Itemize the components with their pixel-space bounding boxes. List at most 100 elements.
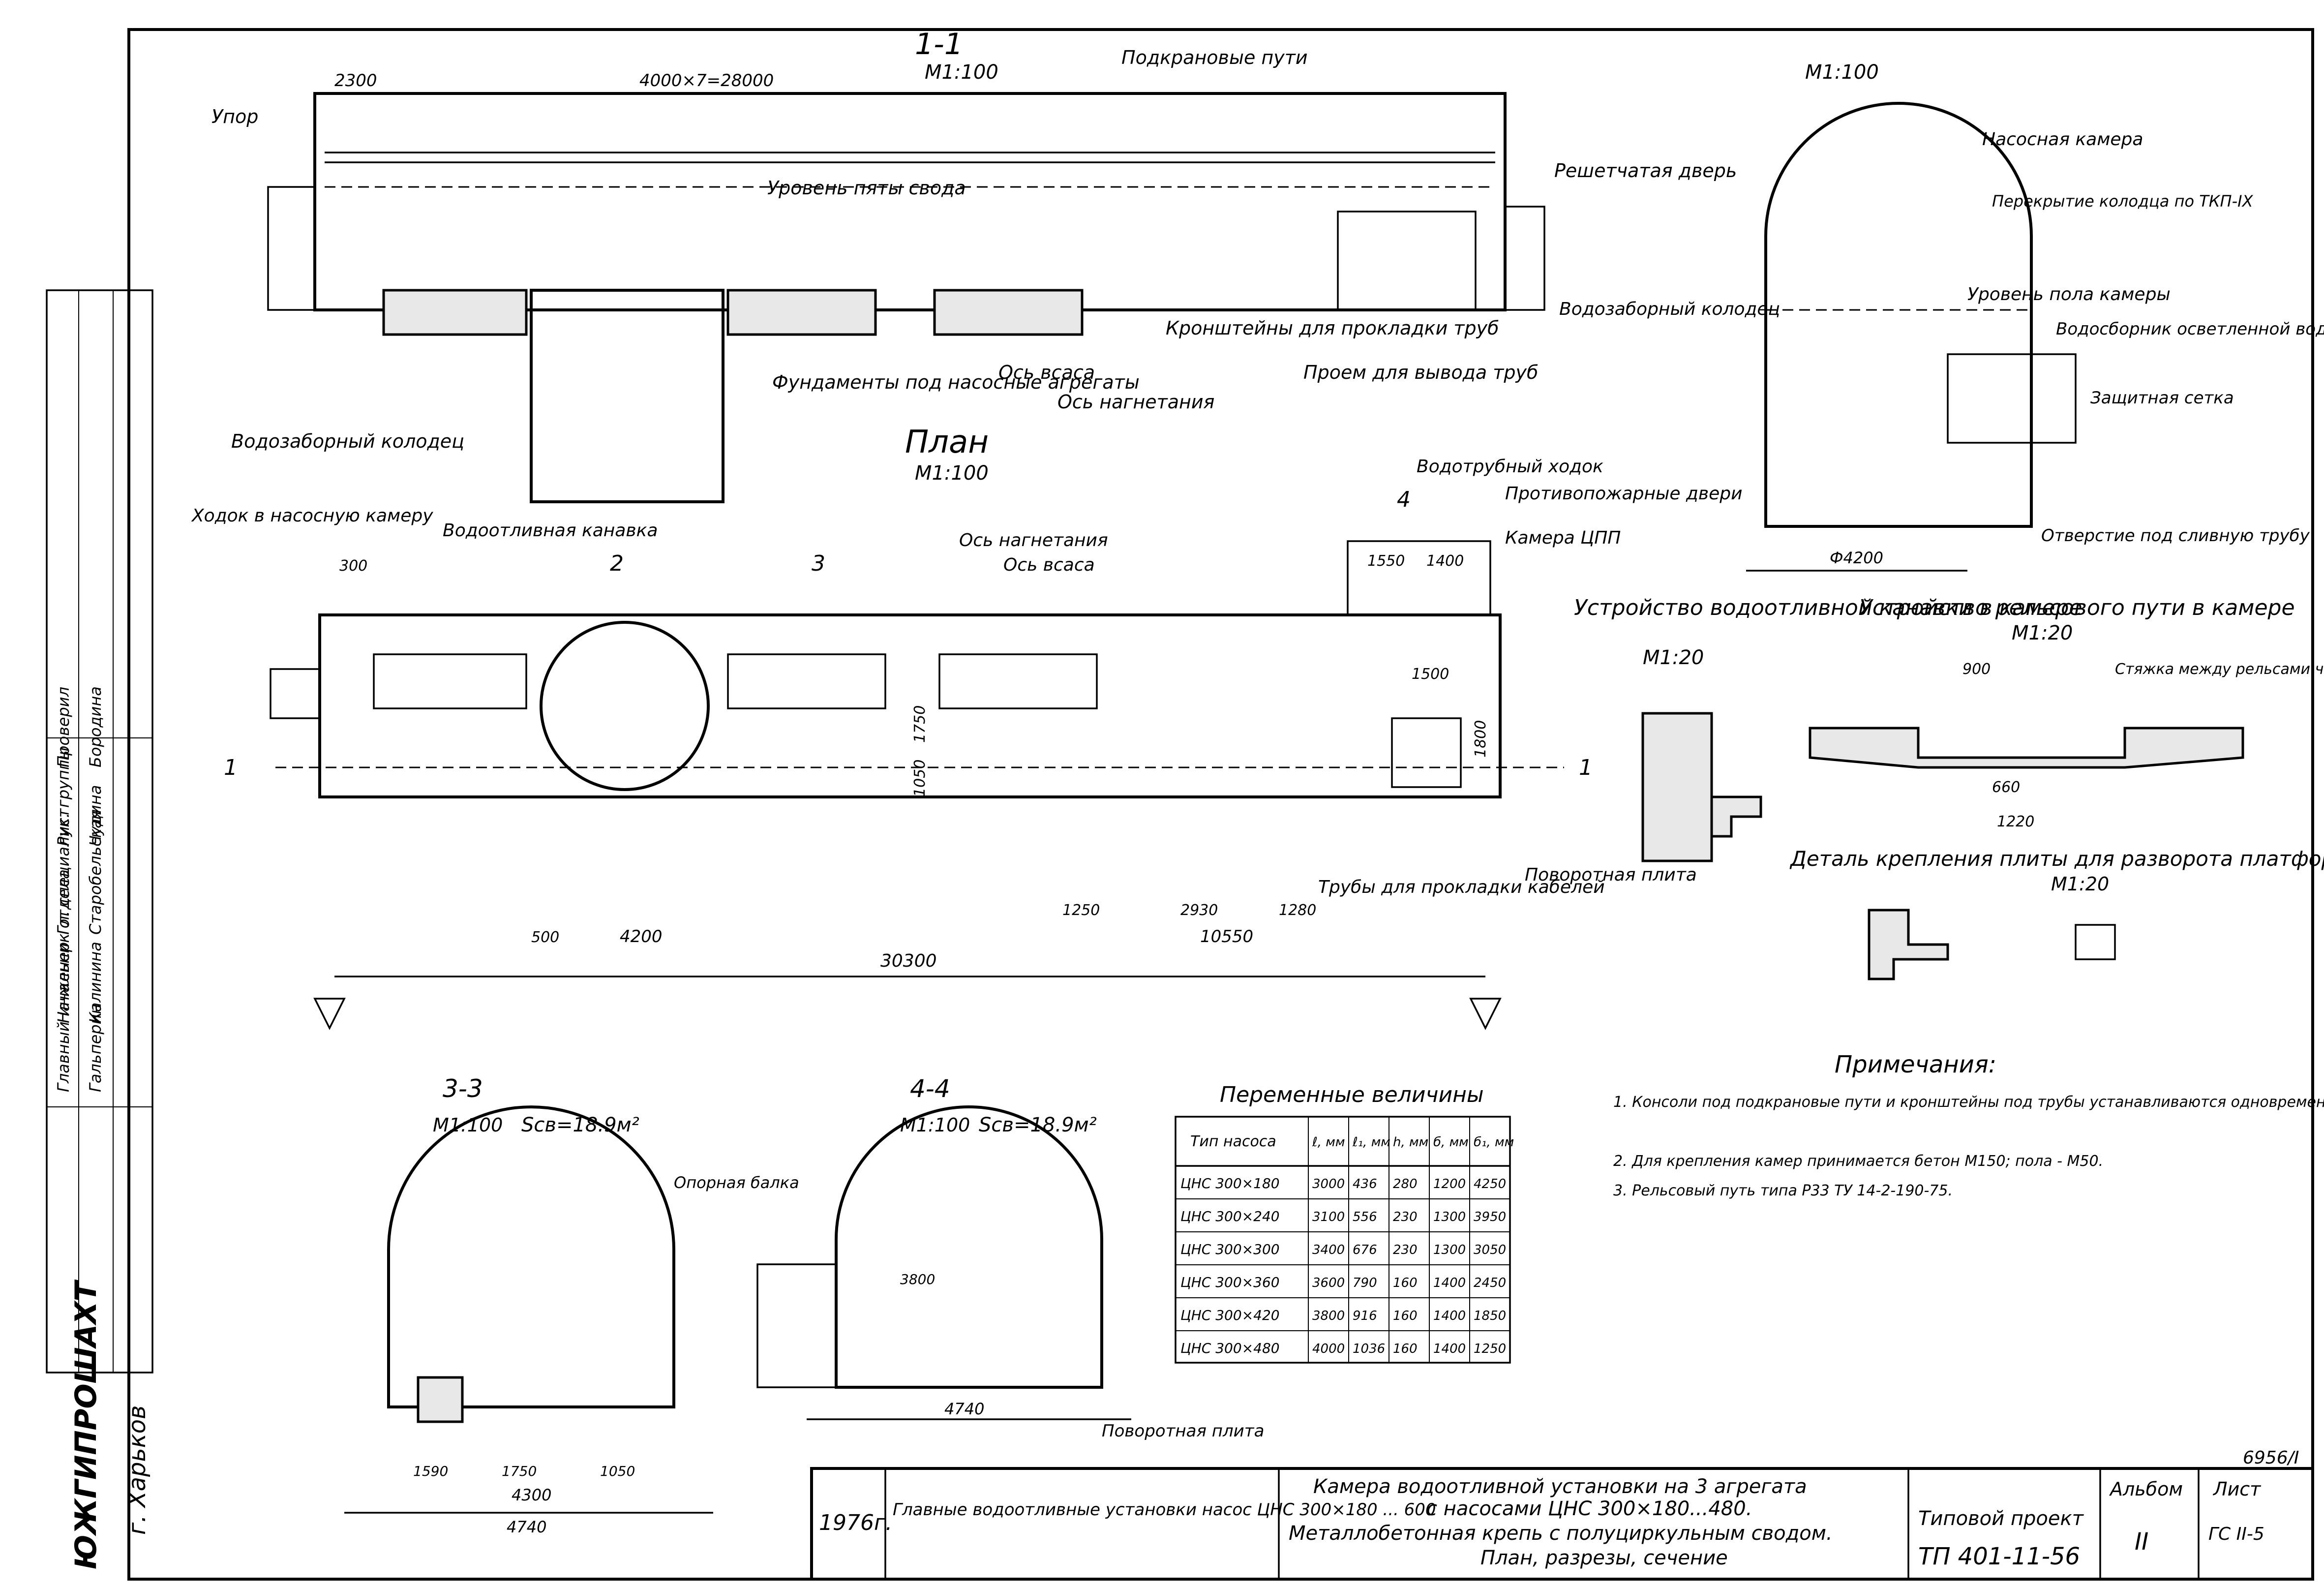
table-header-l1: ℓ₁, мм	[1352, 1135, 1390, 1150]
title-album-value: II	[2135, 1528, 2148, 1556]
plan-pump-1	[373, 653, 527, 709]
table-cell: 3400	[1312, 1243, 1345, 1257]
label-pipe-brackets: Кронштейны для прокладки труб	[1166, 317, 1499, 339]
section-1-1-pipe-opening	[1337, 211, 1477, 311]
plan-dim-10550: 10550	[1200, 927, 1253, 947]
table-cell: 1300	[1433, 1210, 1466, 1224]
table-cell: 280	[1393, 1177, 1418, 1191]
table-cell: 3950	[1474, 1210, 1506, 1224]
table-cell: 556	[1353, 1210, 1377, 1224]
title-sheet-1: Камера водоотливной установки на 3 агрег…	[1313, 1475, 1807, 1498]
label-fire-doors: Противопожарные двери	[1505, 484, 1743, 504]
table-cell: ЦНС 300×180	[1180, 1175, 1280, 1191]
label-side-water-well: Водозаборный колодец	[1559, 299, 1780, 319]
side-dim-4200: Ф4200	[1830, 549, 1883, 567]
label-pump-foundations: Фундаменты под насосные агрегаты	[772, 371, 1140, 393]
plan-dim-4200: 4200	[620, 927, 663, 947]
table-header-h: h, мм	[1393, 1135, 1428, 1150]
section-1-1-foundation-2	[726, 289, 877, 336]
table-cell: 1300	[1433, 1243, 1466, 1257]
plan-dim-500: 500	[531, 929, 559, 946]
table-cell: 436	[1353, 1177, 1377, 1191]
label-chamber-ceiling: Перекрытие колодца по ТКП-IX	[1992, 192, 2254, 211]
plan-title: План	[905, 424, 989, 460]
gutter-detail-scale: М1:20	[1643, 646, 1704, 669]
label-pipe-opening: Проем для вывода труб	[1303, 362, 1538, 383]
label-protective-mesh: Защитная сетка	[2090, 388, 2234, 408]
side-section-scale: М1:100	[1805, 61, 1879, 84]
table-header-b: б, мм	[1433, 1135, 1469, 1150]
plan-scale: М1:100	[915, 462, 989, 485]
stamp-name-4: Чудина	[86, 785, 105, 846]
table-cell: 3000	[1312, 1177, 1345, 1191]
table-header-b1: б₁, мм	[1474, 1135, 1514, 1150]
dim-top-span: 4000×7=28000	[639, 71, 774, 91]
section-4-4-title: 4-4	[910, 1074, 950, 1103]
section-4-4-scale: М1:100	[900, 1114, 970, 1136]
s33-dim-1590: 1590	[413, 1463, 448, 1479]
title-sheet-value: ГС II-5	[2208, 1524, 2264, 1544]
side-section-arch	[1764, 102, 2033, 528]
plan-dim-1800: 1800	[1472, 720, 1489, 758]
section-3-3: 3-3 М1:100 Sсв=18.9м² 4740 4300 1590 175…	[344, 1074, 713, 1536]
table-cell: 3800	[1312, 1309, 1345, 1323]
table-cell: ЦНС 300×420	[1180, 1307, 1280, 1323]
plan-dim-300: 300	[339, 557, 367, 575]
table-cell: 790	[1353, 1276, 1377, 1290]
plate-detail: Деталь крепления плиты для разворота пла…	[1789, 847, 2324, 980]
label-cpp-chamber: Камера ЦПП	[1505, 528, 1621, 548]
s44-dim-3800: 3800	[900, 1271, 935, 1287]
label-water-well: Водозаборный колодец	[231, 430, 464, 452]
table-cell: 230	[1393, 1210, 1418, 1224]
table-cell: ЦНС 300×240	[1180, 1208, 1280, 1224]
table-header-l: ℓ, мм	[1312, 1135, 1345, 1150]
label-arch-heel: Уровень пяты свода	[767, 177, 966, 199]
stamp-name-3: Старобельская	[86, 809, 105, 935]
rail-detail: Устройство рельсового пути в камере М1:2…	[1809, 595, 2324, 830]
table-cell: 3050	[1474, 1243, 1506, 1257]
table-cell: 1400	[1433, 1342, 1466, 1356]
axis-marker-1	[313, 998, 346, 1030]
rail-dim-900: 900	[1962, 661, 1991, 678]
title-sheet-3: Металлобетонная крепь с полуциркульным с…	[1289, 1522, 1833, 1545]
table-header-type: Тип насоса	[1190, 1133, 1276, 1150]
table-cell: 2450	[1474, 1276, 1506, 1290]
table-cell: 916	[1353, 1309, 1377, 1323]
table-cell: 160	[1393, 1342, 1418, 1356]
gutter-detail-title: Устройство водоотливной канавки в камере	[1574, 595, 2082, 620]
rail-detail-title: Устройство рельсового пути в камере	[1859, 595, 2295, 620]
plan-dim-1750: 1750	[911, 705, 929, 743]
plan-dim-1400: 1400	[1426, 552, 1464, 570]
section-4-4: 4-4 М1:100 Sсв=18.9м² 4740 3800 Опорная …	[674, 1074, 1264, 1441]
section-1-1-scale: М1:100	[925, 61, 998, 84]
rail-detail-scale: М1:20	[2012, 622, 2073, 644]
table-cell: 230	[1393, 1243, 1418, 1257]
stamp-name-1: Гальперин	[86, 1004, 105, 1092]
label-plan-discharge-axis: Ось нагнетания	[959, 530, 1108, 550]
plan-dim-1050: 1050	[911, 760, 929, 797]
plan-pipe-passage	[1347, 540, 1491, 616]
label-suction-axis: Ось всаса	[998, 362, 1095, 383]
section-4-4-arch	[835, 1105, 1103, 1389]
table-cell: 3100	[1312, 1210, 1345, 1224]
label-s44-turn-plate: Поворотная плита	[1102, 1421, 1264, 1441]
title-project-code: ТП 401-11-56	[1918, 1543, 2080, 1570]
title-sheet-label: Лист	[2212, 1478, 2262, 1500]
label-pipe-hole: Отверстие под сливную трубу	[2041, 526, 2310, 546]
table-cell: 1250	[1474, 1342, 1506, 1356]
label-floor-level: Уровень пола камеры	[1967, 284, 2171, 305]
title-project-name: Главные водоотливные установки насос ЦНС…	[893, 1500, 1436, 1520]
label-plan-suction-axis: Ось всаса	[1003, 555, 1095, 575]
s44-dim-4740: 4740	[944, 1400, 984, 1418]
plan-body	[318, 613, 1502, 798]
section-3-3-arch	[387, 1105, 675, 1408]
title-archive-no: 6956/I	[2243, 1448, 2299, 1468]
stamp-org: ЮЖГИПРОШАХТ	[69, 1280, 103, 1569]
plan-dim-2930: 2930	[1180, 902, 1218, 919]
label-drain-gutter: Водоотливная канавка	[443, 520, 658, 541]
table-cell: 4250	[1474, 1177, 1506, 1191]
s33-dim-4740: 4740	[507, 1518, 546, 1536]
table-title: Переменные величины	[1220, 1082, 1484, 1107]
side-section: М1:100 Ф4200 Насосная камера Перекрытие …	[1559, 61, 2324, 572]
